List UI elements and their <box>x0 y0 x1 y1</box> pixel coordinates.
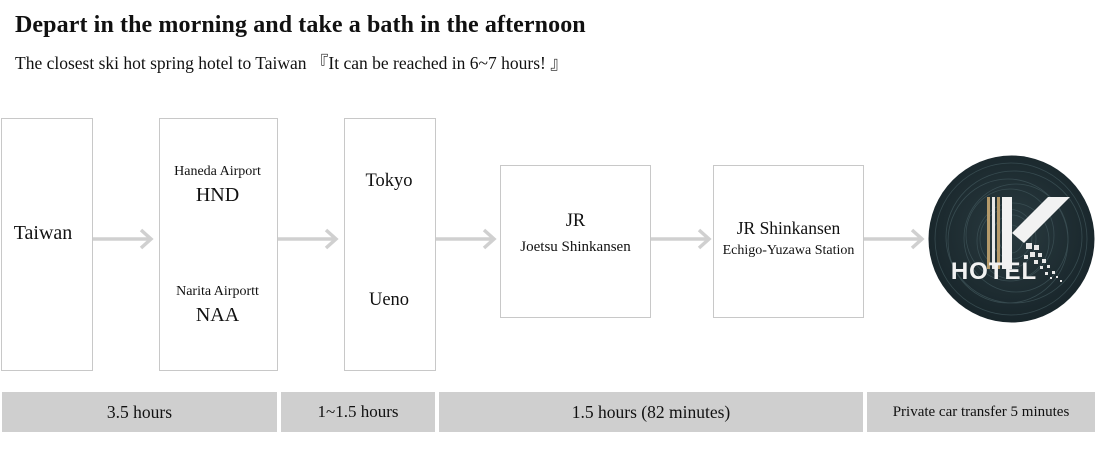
arrow-right-icon <box>278 228 339 250</box>
ueno-station-label: Ueno <box>368 290 410 310</box>
haneda-airport-name: Haneda Airport <box>174 164 261 179</box>
step-origin-box <box>1 118 93 371</box>
duration-transfer: 1~1.5 hours <box>281 392 435 432</box>
yuzawa-station-label: Echigo-Yuzawa Station <box>722 243 855 258</box>
duration-car-label: Private car transfer 5 minutes <box>892 403 1070 420</box>
duration-flight: 3.5 hours <box>2 392 277 432</box>
tokyo-station-label: Tokyo <box>365 171 413 191</box>
page-title: Depart in the morning and take a bath in… <box>15 12 586 38</box>
step-joetsu-box <box>500 165 651 318</box>
narita-airport-code: NAA <box>195 304 240 326</box>
duration-shinkansen-label: 1.5 hours (82 minutes) <box>571 401 731 422</box>
arrow-right-icon <box>93 228 154 250</box>
arrow-right-icon <box>651 228 712 250</box>
yuzawa-line-label: JR Shinkansen <box>736 218 841 238</box>
duration-car: Private car transfer 5 minutes <box>867 392 1095 432</box>
step-airports-box <box>159 118 278 371</box>
arrow-right-icon <box>436 228 497 250</box>
page-subtitle: The closest ski hot spring hotel to Taiw… <box>15 53 568 73</box>
duration-transfer-label: 1~1.5 hours <box>317 402 399 421</box>
k-hotel-logo: HOTEL <box>928 155 1095 323</box>
svg-text:HOTEL: HOTEL <box>951 258 1037 285</box>
joetsu-name-label: Joetsu Shinkansen <box>520 239 631 255</box>
step-stations-box <box>344 118 436 371</box>
haneda-airport-code: HND <box>195 184 240 206</box>
step-yuzawa-box <box>713 165 864 318</box>
narita-airport-name: Narita Airportt <box>176 284 259 299</box>
arrow-right-icon <box>864 228 925 250</box>
duration-shinkansen: 1.5 hours (82 minutes) <box>439 392 863 432</box>
origin-label: Taiwan <box>13 222 73 244</box>
joetsu-line-label: JR <box>565 211 586 231</box>
duration-flight-label: 3.5 hours <box>106 401 173 422</box>
